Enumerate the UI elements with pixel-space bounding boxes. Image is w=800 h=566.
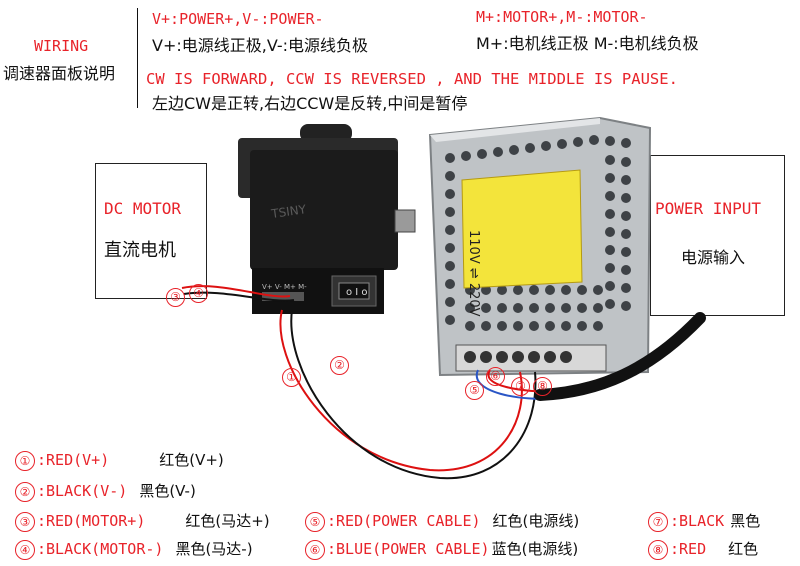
legend-cn: 黑色(马达-) — [175, 540, 252, 558]
legend-item: ⑦:BLACK 黑色 — [648, 510, 760, 532]
legend-en: :RED(V+) — [37, 451, 109, 469]
legend-cn: 黑色 — [730, 512, 760, 530]
legend-item: ⑤:RED(POWER CABLE) 红色(电源线) — [305, 510, 579, 532]
legend-en: :RED(MOTOR+) — [37, 512, 145, 530]
legend-item: ①:RED(V+) 红色(V+) — [15, 449, 224, 471]
controller-terminals: V+ V- M+ M- — [262, 283, 307, 291]
marker-6: ⑥ — [486, 367, 505, 386]
marker-1: ① — [282, 368, 301, 387]
marker-7: ⑦ — [511, 377, 530, 396]
legend-number: ⑧ — [648, 540, 668, 560]
legend-cn: 蓝色(电源线) — [492, 540, 579, 558]
legend-en: :BLACK(MOTOR-) — [37, 540, 163, 558]
marker-8: ⑧ — [533, 377, 552, 396]
legend-en: :BLACK(V-) — [37, 482, 127, 500]
legend-cn: 红色(马达+) — [185, 512, 269, 530]
power-supply-unit: 110V ⇌ 220V — [430, 118, 650, 375]
legend-cn: 红色(电源线) — [493, 512, 580, 530]
legend-item: ②:BLACK(V-) 黑色(V-) — [15, 480, 196, 502]
marker-4: ④ — [189, 284, 208, 303]
legend-number: ⑥ — [305, 540, 325, 560]
legend-item: ③:RED(MOTOR+) 红色(马达+) — [15, 510, 270, 532]
legend-number: ④ — [15, 540, 35, 560]
legend-en: :RED(POWER CABLE) — [327, 512, 481, 530]
legend-number: ⑦ — [648, 512, 668, 532]
legend-en: :RED — [670, 540, 706, 558]
legend-number: ① — [15, 451, 35, 471]
legend-item: ⑥:BLUE(POWER CABLE)蓝色(电源线) — [305, 538, 578, 560]
speed-controller: TSINY V+ V- M+ M- o I o — [238, 124, 415, 314]
legend-cn: 红色 — [728, 540, 758, 558]
marker-2: ② — [330, 356, 349, 375]
psu-label: 110V ⇌ 220V — [466, 230, 481, 317]
marker-3: ③ — [166, 288, 185, 307]
svg-text:o I o: o I o — [346, 287, 368, 298]
legend-number: ② — [15, 482, 35, 502]
legend-number: ③ — [15, 512, 35, 532]
legend-number: ⑤ — [305, 512, 325, 532]
legend-en: :BLACK — [670, 512, 724, 530]
legend-item: ④:BLACK(MOTOR-) 黑色(马达-) — [15, 538, 253, 560]
legend-cn: 红色(V+) — [159, 451, 224, 469]
marker-5: ⑤ — [465, 381, 484, 400]
legend-item: ⑧:RED 红色 — [648, 538, 758, 560]
legend-cn: 黑色(V-) — [139, 482, 196, 500]
legend-en: :BLUE(POWER CABLE) — [327, 540, 490, 558]
